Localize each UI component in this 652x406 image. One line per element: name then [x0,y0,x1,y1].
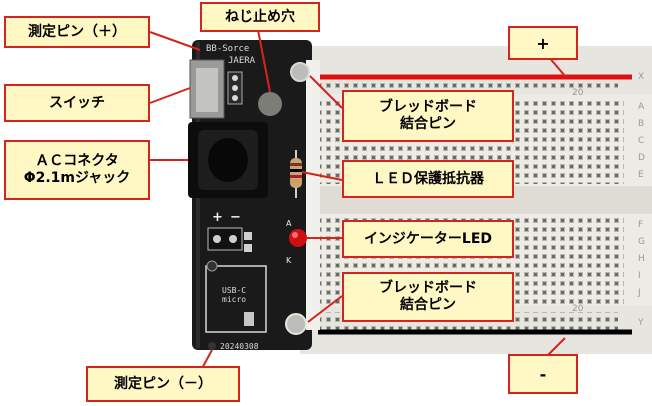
breadboard-row-h: H [638,254,645,264]
callout-ac-connector: ＡＣコネクタ Φ2.1mジャック [4,140,150,200]
callout-indicator-led-text: インジケーターLED [363,230,493,247]
callout-breadboard-join-top: ブレッドボード 結合ピン [342,90,514,142]
led-resistor [290,150,302,198]
callout-test-pin-plus: 測定ピン（＋） [4,16,150,48]
callout-screw-hole-text: ねじ止め穴 [225,8,295,25]
breadboard-col-label-top: 20 [572,88,584,98]
board-led-a: A [286,219,292,228]
callout-breadboard-join-top-line2: 結合ピン [400,116,456,132]
breadboard-row-i: I [638,271,641,281]
callout-indicator-led: インジケーターLED [342,220,514,258]
callout-breadboard-join-bottom-line2: 結合ピン [400,297,456,313]
board-usb-label: USB-C micro [222,286,247,304]
board-sym-plus: + [212,210,223,225]
callout-breadboard-join-bottom: ブレッドボード 結合ピン [342,272,514,322]
board-name-line2: JAERA [228,56,256,66]
callout-breadboard-join-bottom-line1: ブレッドボード [379,280,477,296]
usb-connector-area [205,265,267,333]
callout-switch-text: スイッチ [49,94,105,111]
breadboard-row-e: E [638,170,644,180]
callout-ac-connector-line2: Φ2.1mジャック [23,170,131,186]
callout-screw-hole: ねじ止め穴 [200,2,320,32]
callout-plus-text: + [536,33,550,53]
breadboard-row-b: B [638,119,645,129]
callout-switch: スイッチ [4,84,150,122]
callout-test-pin-plus-text: 測定ピン（＋） [28,23,126,40]
callout-minus-text: - [539,364,547,384]
callout-test-pin-minus-text: 測定ピン（－） [114,375,212,392]
breadboard-row-d: D [638,153,645,163]
callout-led-resistor-text: ＬＥＤ保護抵抗器 [372,170,484,187]
breadboard-row-x: X [638,72,645,82]
leader-lines [149,29,343,373]
screw-hole [258,92,282,116]
callout-test-pin-minus: 測定ピン（－） [86,366,240,402]
breadboard-row-g: G [638,237,645,247]
board-sym-minus: − [230,210,241,225]
bottom-join-pin [285,313,307,335]
board-led-k: K [286,256,292,265]
breadboard-col-label-bottom: 20 [572,304,584,314]
callout-breadboard-join-top-line1: ブレッドボード [379,99,477,115]
board-date: 20240308 [220,342,259,351]
terminal-block [207,227,243,251]
breadboard-row-c: C [638,136,645,146]
breadboard-row-f: F [638,220,644,230]
callout-plus: + [508,26,578,60]
indicator-led [289,229,307,247]
breadboard-row-j: J [638,288,641,298]
breadboard-row-y: Y [638,318,644,328]
board-name-line1: BB-Sorce [206,44,250,54]
breadboard-row-a: A [638,102,645,112]
callout-minus: - [508,354,578,394]
callout-ac-connector-line1: ＡＣコネクタ [35,153,119,169]
callout-led-resistor: ＬＥＤ保護抵抗器 [342,160,514,198]
